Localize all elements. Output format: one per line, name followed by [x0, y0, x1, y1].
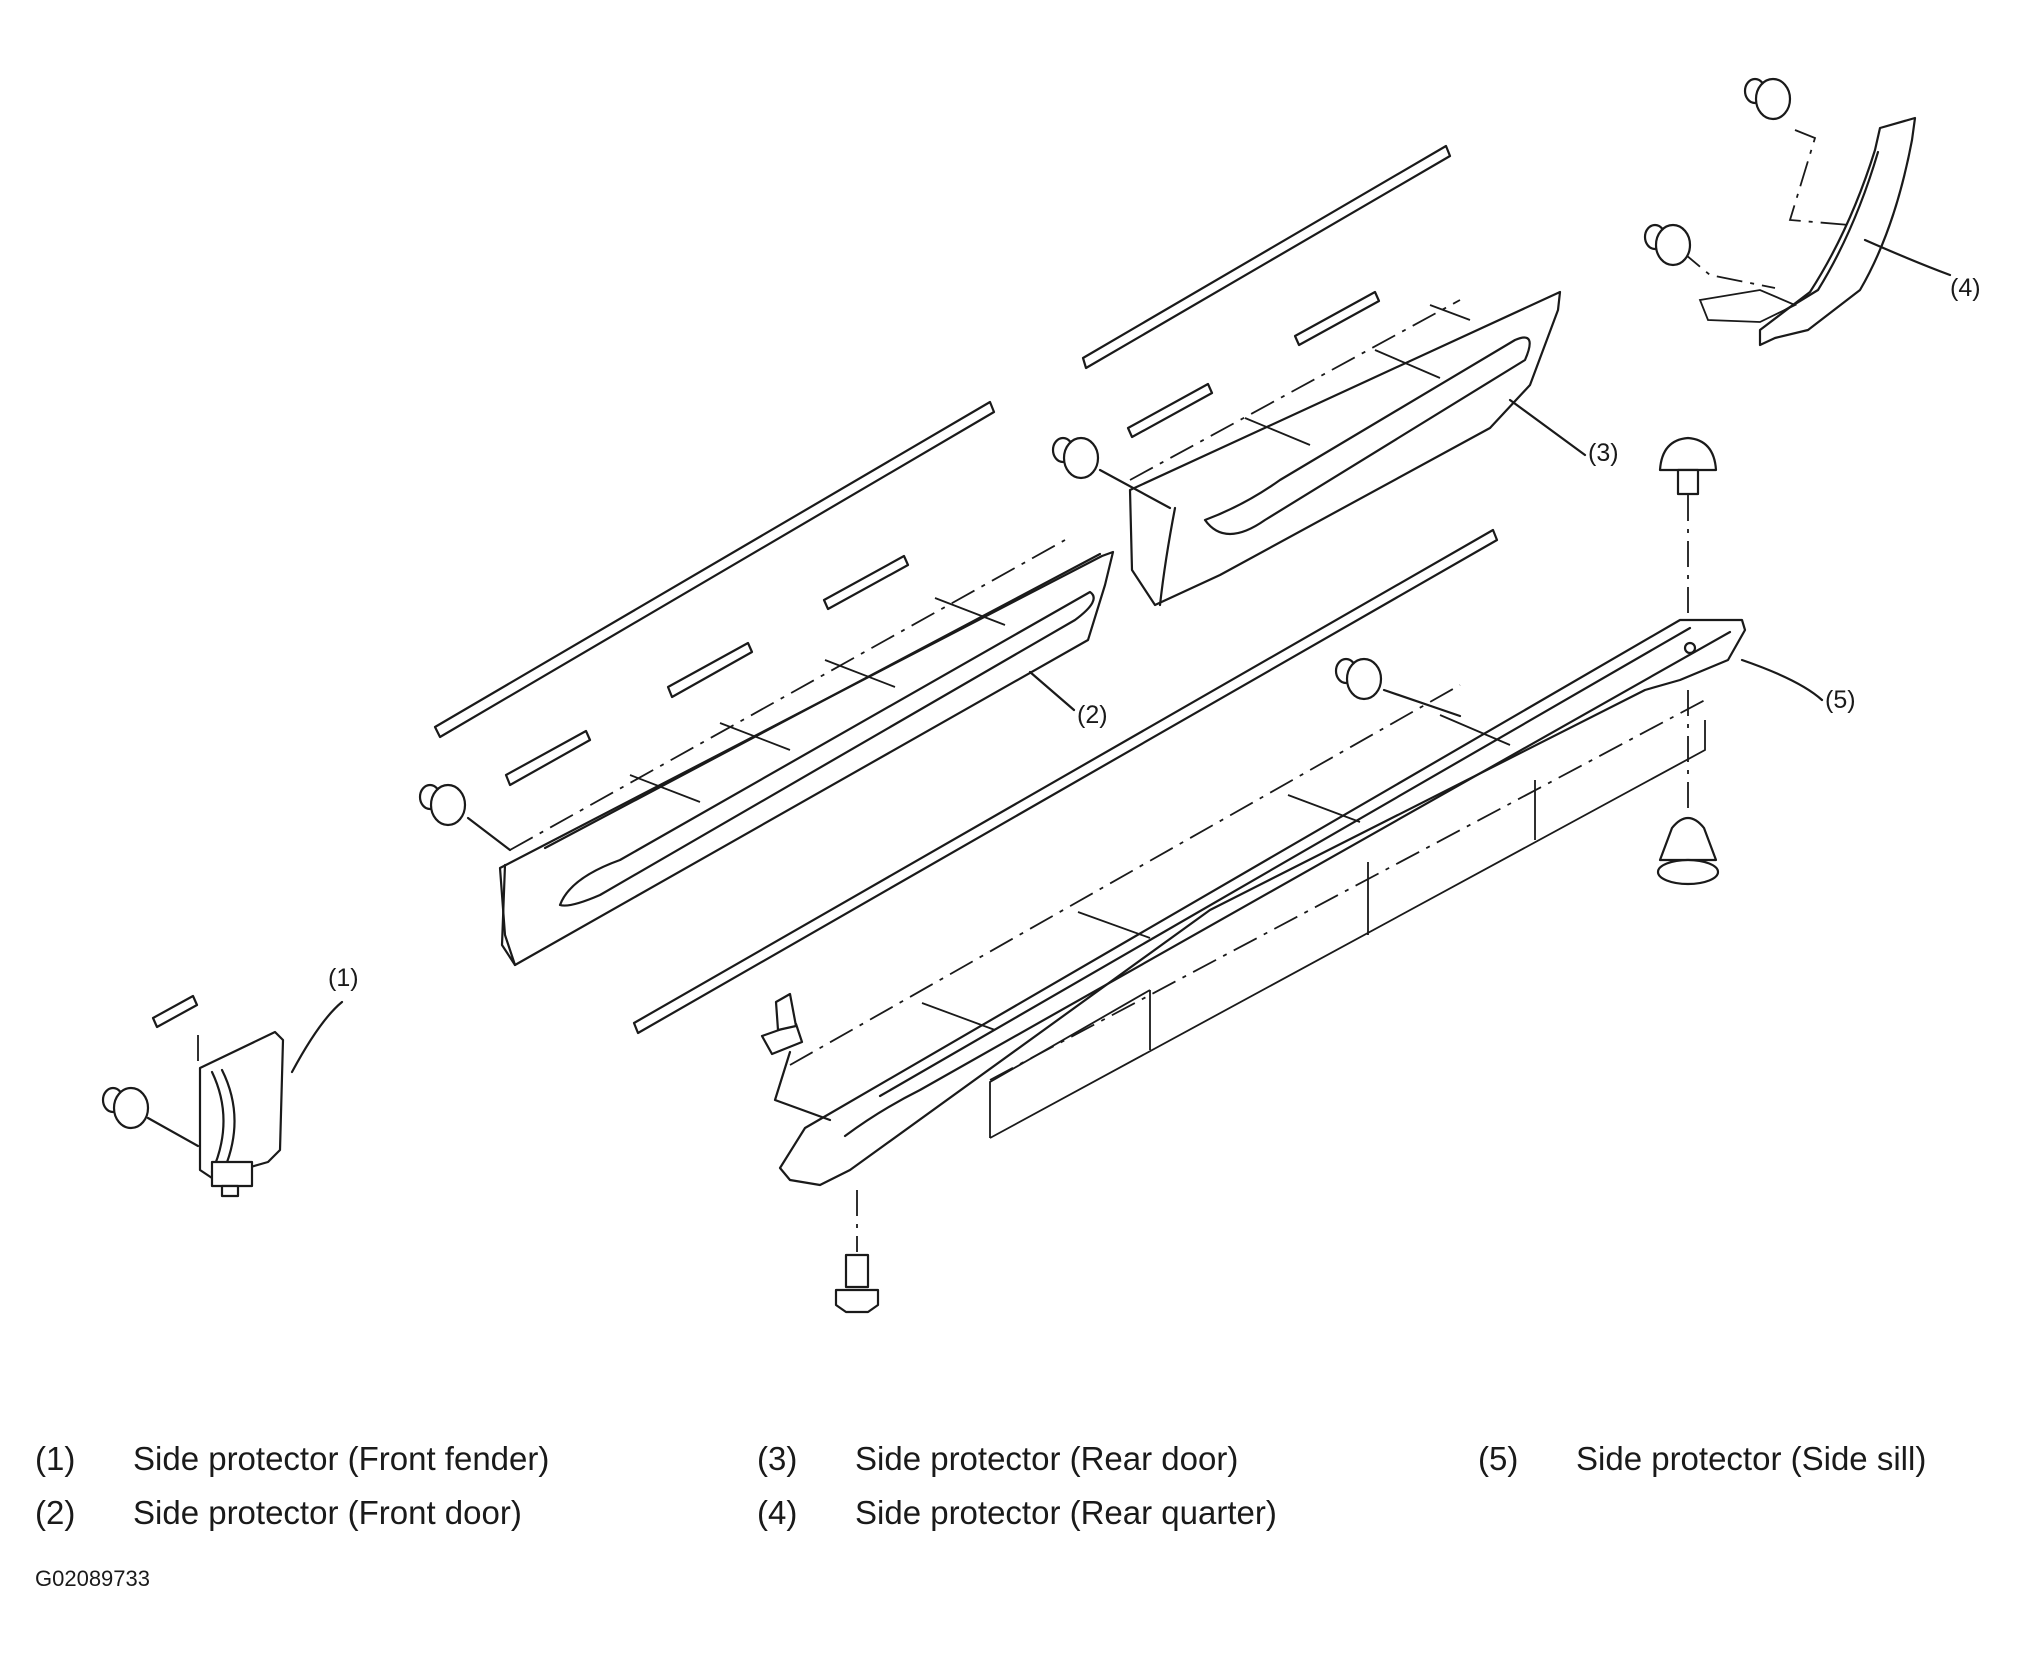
tape-piece — [666, 641, 754, 699]
front-door-bead — [558, 590, 1095, 907]
tape-piece — [1126, 382, 1214, 439]
callout-4: (4) — [1950, 274, 1981, 302]
clip-hole — [1683, 641, 1697, 655]
guide-line — [1788, 129, 1851, 226]
legend-number: (5) — [1478, 1440, 1519, 1477]
front-door-protector — [498, 539, 1115, 967]
legend-text: Side protector (Rear quarter) — [855, 1494, 1277, 1531]
tape-piece — [151, 994, 199, 1029]
callout-leader — [1028, 670, 1076, 712]
callout-3: (3) — [1588, 439, 1619, 467]
adhesive-strips — [151, 144, 1499, 1035]
legend-text: Side protector (Side sill) — [1576, 1440, 1927, 1477]
strip-front-door-long — [433, 400, 996, 739]
callout-leader — [1508, 398, 1587, 457]
legend-text: Side protector (Front door) — [133, 1494, 522, 1531]
guide-line — [789, 684, 1461, 1066]
callout-leader — [1863, 238, 1952, 277]
figure-code: G02089733 — [35, 1566, 150, 1591]
legend-number: (3) — [757, 1440, 798, 1477]
rear-quarter-base — [1698, 289, 1798, 323]
rear-door-bead — [1203, 336, 1531, 535]
push-clip-icon — [1051, 436, 1100, 480]
tape-piece — [1293, 290, 1381, 347]
cone-clip-icon — [1656, 816, 1720, 886]
callout-leader — [290, 1000, 344, 1074]
side-sill-ridge — [878, 626, 1692, 1098]
front-fender-tab — [220, 1184, 240, 1198]
guide-line — [1679, 249, 1776, 289]
callout-1: (1) — [328, 964, 359, 992]
front-fender-protector — [197, 1030, 285, 1198]
guide-line — [509, 539, 1066, 851]
tape-piece — [822, 554, 910, 611]
guide-line — [146, 468, 1462, 1148]
legend-number: (4) — [757, 1494, 798, 1531]
side-sill-panels — [989, 720, 1706, 1139]
guide-line — [1129, 299, 1461, 481]
mushroom-clip-icon — [1658, 436, 1718, 496]
strip-rear-door-long — [1081, 144, 1452, 370]
front-door-flange — [500, 863, 517, 967]
side-sill-ridge — [843, 630, 1732, 1138]
push-clip-icon — [1643, 223, 1692, 267]
push-clip-icon — [1334, 657, 1383, 701]
tape-piece — [504, 729, 592, 787]
legend-number: (2) — [35, 1494, 76, 1531]
rear-quarter-protector — [1679, 116, 1952, 347]
strip-side-sill-long — [632, 528, 1499, 1035]
front-fender-tab — [210, 1160, 254, 1188]
rear-door-body — [1128, 290, 1562, 607]
rear-door-edge — [1158, 506, 1177, 607]
callout-2: (2) — [1077, 701, 1108, 729]
rear-quarter-body — [1758, 116, 1917, 347]
push-clip-icon — [418, 783, 467, 827]
front-fender-body — [198, 1030, 285, 1180]
push-clip-icon — [101, 1086, 150, 1130]
rear-quarter-inner — [1780, 150, 1880, 314]
side-sill-body — [778, 618, 1747, 1187]
clips — [101, 77, 1792, 1314]
push-clip-icon — [1743, 77, 1792, 121]
legend-text: Side protector (Front fender) — [133, 1440, 550, 1477]
side-sill-protector — [778, 618, 1747, 1187]
nut-clip-icon — [760, 992, 804, 1056]
front-door-ridge — [543, 552, 1102, 850]
backing-panel — [1244, 304, 1471, 446]
legend-number: (1) — [35, 1440, 76, 1477]
backing-panel — [629, 597, 1006, 803]
front-door-body — [498, 550, 1115, 967]
callout-leader — [1740, 658, 1824, 702]
bolt-icon — [834, 1253, 880, 1314]
guide-line — [989, 699, 1706, 1081]
backing-panel — [921, 714, 1511, 1031]
callout-5: (5) — [1825, 686, 1856, 714]
front-fender-curve — [220, 1068, 236, 1172]
rear-door-protector — [1128, 290, 1562, 607]
legend-text: Side protector (Rear door) — [855, 1440, 1239, 1477]
